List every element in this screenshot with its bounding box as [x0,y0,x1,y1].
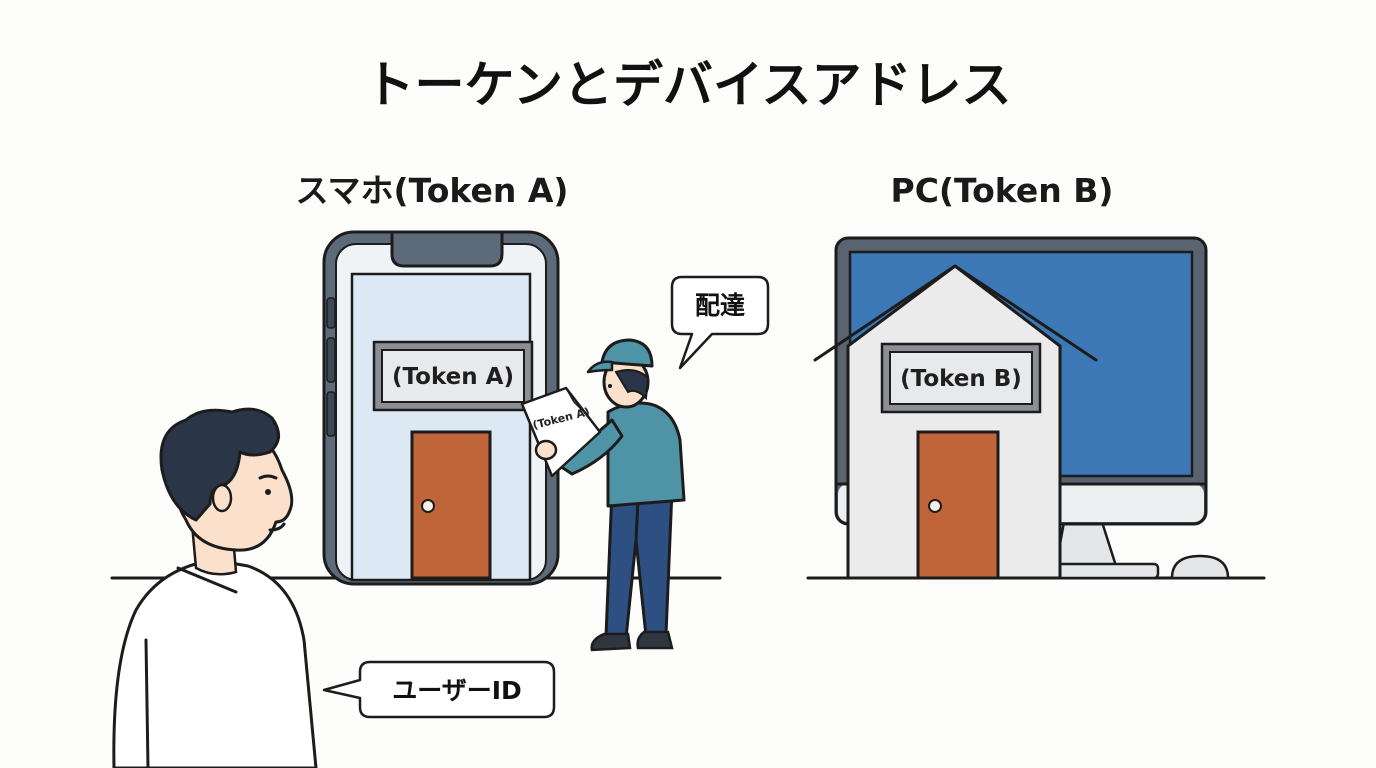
pc-sign-label: (Token B) [900,366,1022,392]
house-roof-line [813,264,1098,362]
courier-shoe [590,632,632,652]
phone-side-button [326,337,336,383]
courier-hand [534,439,558,461]
courier-legs [604,488,674,640]
courier-bubble-text: 配達 [695,291,745,320]
courier-figure: (Token A) [520,338,686,652]
diagram-title: トーケンとデバイスアドレス [365,56,1012,114]
phone-heading: スマホ(Token A) [296,171,569,210]
courier-speech-bubble: 配達 [670,275,770,370]
pc-sign-panel [889,351,1033,405]
phone-sign-panel [381,349,525,403]
courier-torso [606,401,686,508]
phone-side-button [326,297,336,329]
mouse [1170,554,1230,580]
user-hair [159,407,280,522]
door-knob [928,499,942,513]
monitor-base [1050,562,1160,580]
courier-cap-brim [586,360,614,374]
smartphone: (Token A) [322,230,560,586]
user-speech-bubble: ユーザーID [322,660,556,719]
monitor-stand [1054,520,1118,568]
user-bubble-text: ユーザーID [392,676,522,705]
user-figure [112,407,318,768]
user-body [112,558,318,768]
courier-cap [600,338,654,368]
phone-sign-label: (Token A) [392,364,514,390]
courier-shoe [636,630,674,650]
phone-side-button [326,391,336,437]
pc-heading: PC(Token B) [891,171,1114,210]
delivery-paper: (Token A) [520,386,602,478]
house: (Token B) [813,264,1098,580]
door-knob [421,499,435,513]
phone-notch [390,230,504,268]
